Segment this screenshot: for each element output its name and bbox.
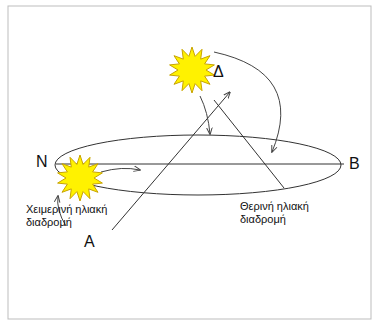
summer-path-line (214, 100, 284, 188)
direction-letter: N (36, 152, 48, 171)
north-south-axis (56, 164, 344, 165)
path-caption: Χειμερινή ηλιακή διαδρομή (26, 203, 118, 229)
summer-path-arrow (200, 96, 210, 134)
east-west-axis (112, 92, 230, 230)
path-caption: Θερινή ηλιακή διαδρομή (240, 200, 332, 226)
horizon-ellipse (55, 135, 341, 195)
summer-path-arrow (214, 52, 281, 152)
direction-letter: A (84, 232, 95, 251)
winter-path-arrow (101, 168, 140, 172)
frame (8, 6, 371, 319)
direction-letter: Δ (213, 62, 224, 81)
direction-letter: B (349, 154, 360, 173)
summer-sun (170, 47, 215, 93)
winter-sun (58, 155, 103, 201)
